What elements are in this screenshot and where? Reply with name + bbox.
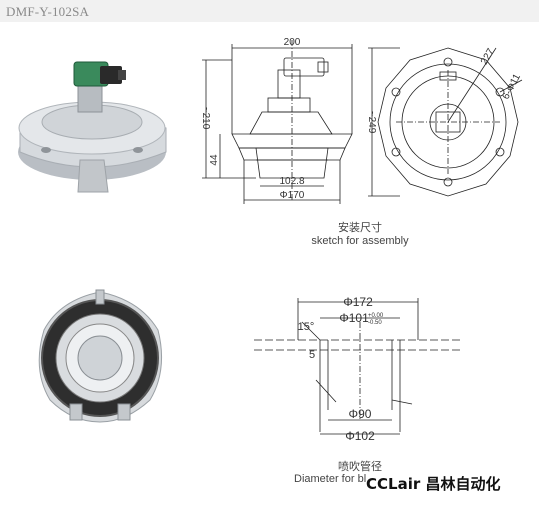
- header-bar: [0, 0, 539, 22]
- tolerance-upper: +0.00: [368, 313, 384, 319]
- top-height-label: ~249: [366, 111, 377, 134]
- valve-photo: [18, 61, 167, 193]
- bolt-circle-label: 227: [479, 46, 497, 66]
- inner-dia-label: Φ90: [349, 407, 372, 421]
- pipe-dia-label: Φ101: [339, 311, 369, 325]
- brand-watermark: CCLair 昌林自动化: [366, 475, 501, 493]
- angle-label: 15°: [298, 321, 315, 333]
- holes-label: 6-Φ11: [501, 72, 524, 102]
- side-bottom-height-label: 44: [209, 154, 220, 166]
- side-height-label: ~210: [200, 107, 211, 130]
- outer-dia-label: Φ102: [345, 429, 375, 443]
- side-view-drawing: [202, 40, 353, 204]
- pipe-caption-en: Diameter for bl: [294, 473, 367, 485]
- side-outer-dia-label: Φ170: [280, 190, 305, 201]
- model-title: DMF-Y-102SA: [6, 4, 90, 19]
- assembly-caption-en: sketch for assembly: [311, 235, 409, 247]
- side-width-label: 200: [284, 37, 301, 48]
- top-view-drawing: [368, 47, 523, 197]
- offset-label: 5: [309, 349, 315, 361]
- side-inner-dia-label: 102.8: [279, 176, 304, 187]
- pipe-caption-cn: 喷吹管径: [338, 461, 382, 473]
- pipe-drawing: [254, 298, 462, 435]
- assembly-caption-cn: 安装尺寸: [338, 222, 382, 234]
- tolerance-lower: -0.50: [368, 320, 382, 326]
- valve-bottom-photo: [38, 289, 163, 423]
- flange-dia-label: Φ172: [343, 295, 373, 309]
